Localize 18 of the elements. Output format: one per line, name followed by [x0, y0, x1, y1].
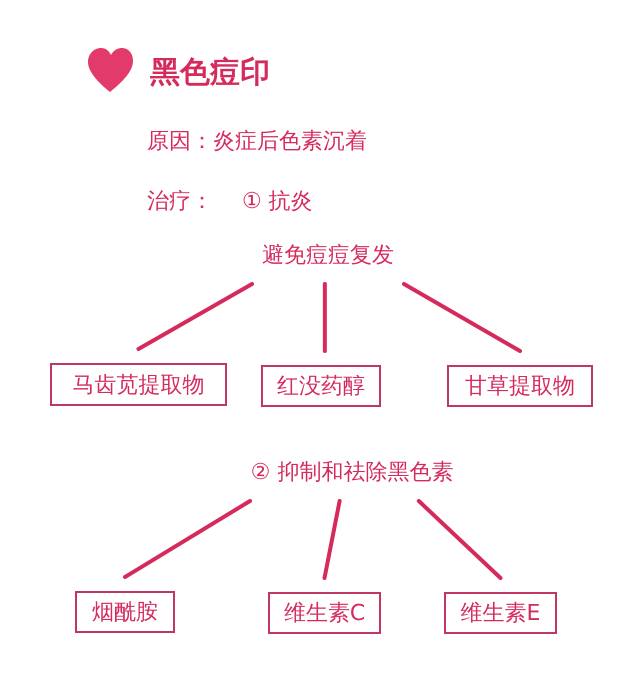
heading-text: ② 抑制和祛除黑色素: [238, 455, 466, 489]
heading-text: 避免痘痘复发: [240, 238, 416, 272]
ingredient-box: 甘草提取物: [447, 365, 593, 407]
note-text: 原因：炎症后色素沉着: [147, 128, 367, 156]
title: 黑色痘印: [150, 54, 270, 92]
ingredient-box: 红没药醇: [261, 365, 381, 407]
note-text: ① 抗炎: [242, 188, 313, 216]
connector-line: [123, 499, 252, 579]
connector-line: [416, 499, 502, 580]
ingredient-box: 维生素E: [444, 592, 557, 634]
connector-line: [322, 499, 342, 580]
connector-line: [136, 282, 254, 351]
connector-line: [322, 282, 327, 353]
ingredient-box: 烟酰胺: [75, 591, 175, 633]
connector-line: [402, 282, 522, 353]
note-text: 治疗：: [147, 188, 213, 216]
ingredient-box: 维生素C: [268, 592, 381, 634]
ingredient-box: 马齿苋提取物: [50, 363, 227, 406]
